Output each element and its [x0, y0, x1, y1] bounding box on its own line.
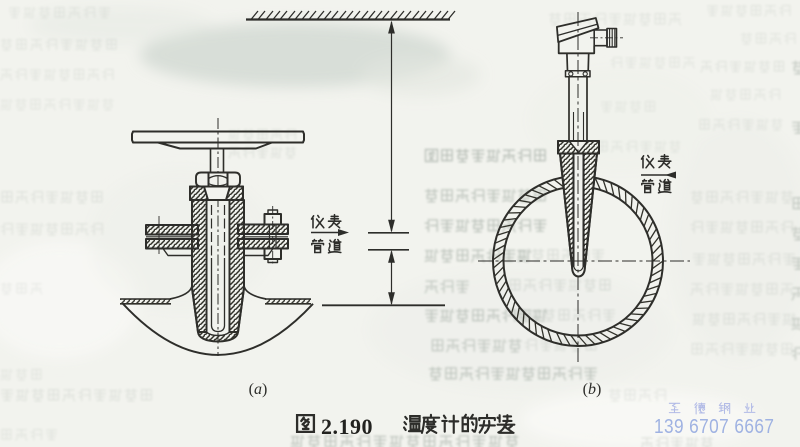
- svg-text:(a): (a): [249, 381, 268, 398]
- svg-text:139 6707 6667: 139 6707 6667: [654, 416, 774, 439]
- svg-text:2.190: 2.190: [321, 414, 373, 439]
- svg-text:(b): (b): [583, 381, 602, 398]
